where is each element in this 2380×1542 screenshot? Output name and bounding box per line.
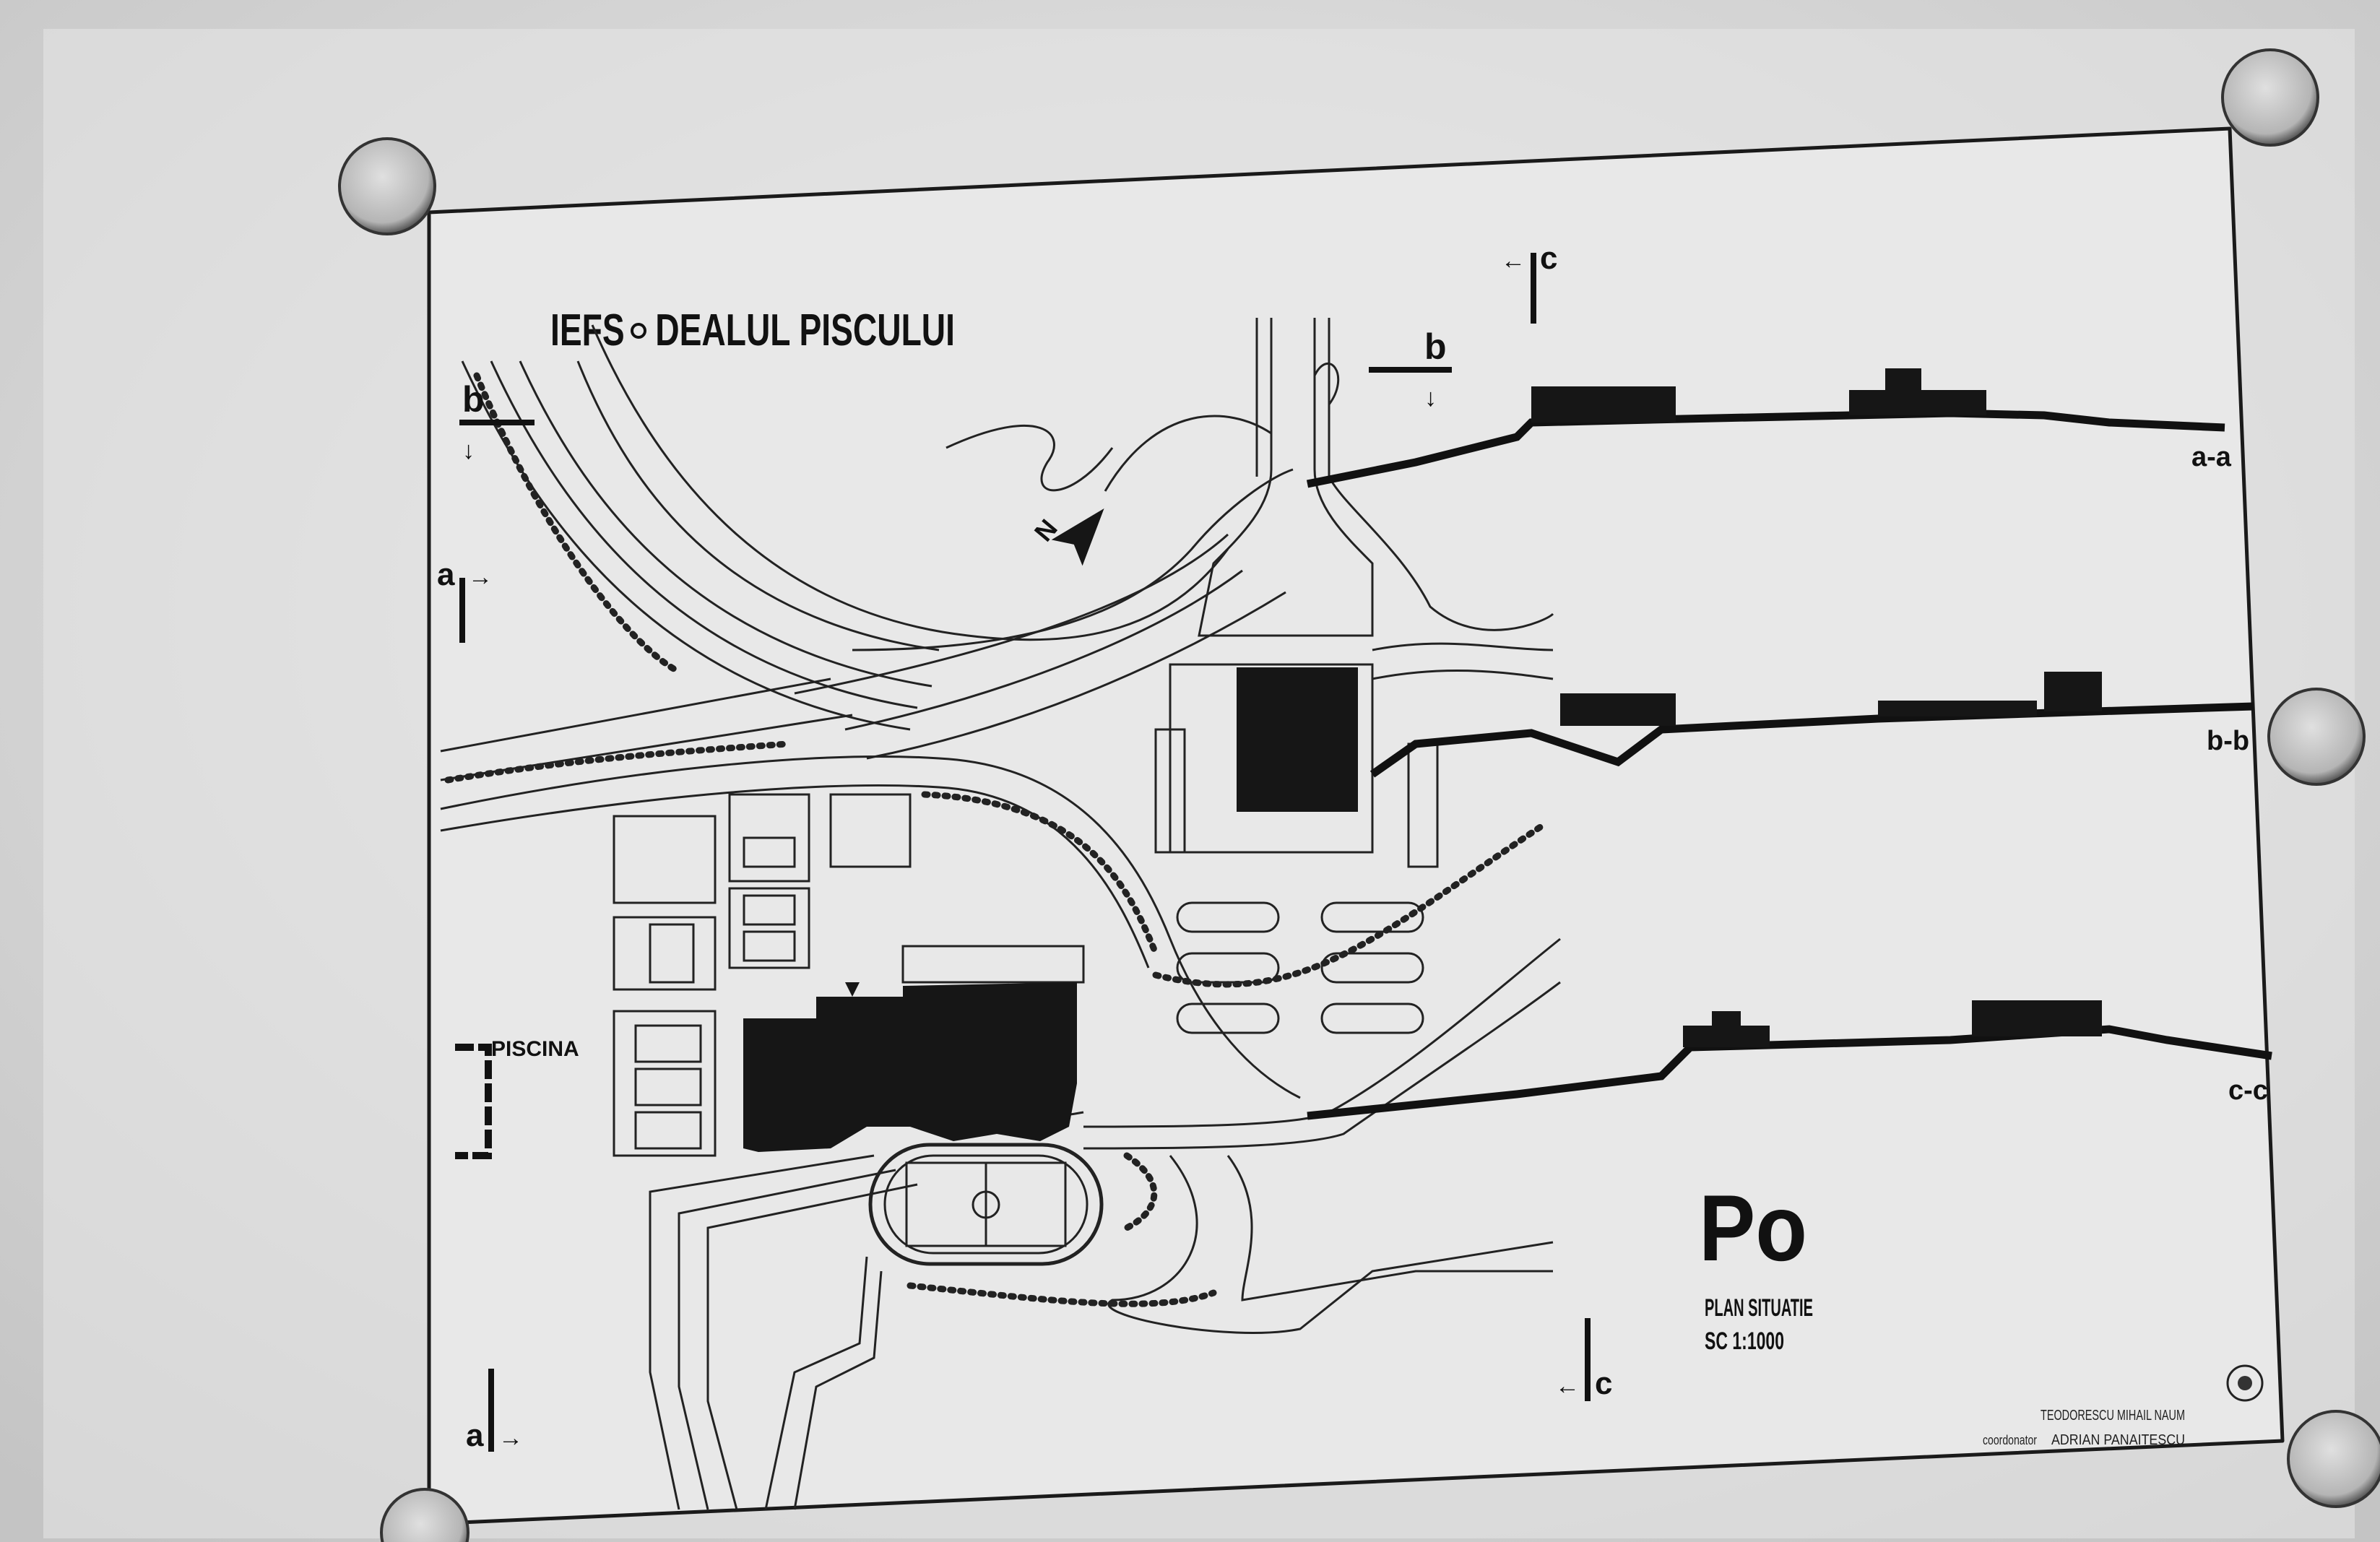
- drawing-scale: SC 1:1000: [1705, 1327, 1784, 1355]
- authors: TEODORESCU MIHAIL NAUM: [2041, 1408, 2185, 1424]
- cut-marker-b-left: b ↓: [459, 379, 535, 464]
- arrow-right-icon: →: [498, 1424, 523, 1452]
- section-a-a: [1306, 368, 2225, 488]
- title-prefix: IEFS: [550, 306, 625, 355]
- section-label-a-a: a-a: [2191, 442, 2232, 472]
- tree-rows: [444, 372, 1549, 1307]
- suction-cup: [338, 137, 436, 235]
- plan-title: IEFS DEALUL PISCULUI: [550, 306, 955, 355]
- arrow-left-icon: ←: [1555, 1372, 1580, 1400]
- cut-marker-a-bottom: a →: [466, 1369, 523, 1453]
- coordinator-label: coordonator: [1983, 1433, 2037, 1447]
- svg-text:b: b: [462, 379, 485, 420]
- arrow-down-icon: ↓: [462, 437, 475, 464]
- svg-text:c: c: [1540, 241, 1557, 276]
- suction-cup: [2287, 1410, 2380, 1508]
- arrow-down-icon: ↓: [1424, 384, 1437, 412]
- parking-area: [1154, 728, 1439, 1034]
- suction-cup: [2267, 688, 2366, 786]
- cut-marker-b-top: b ↓: [1369, 326, 1452, 412]
- coordinator-name: ADRIAN PANAITESCU: [2051, 1432, 2185, 1448]
- arrow-left-icon: ←: [1501, 247, 1526, 274]
- section-label-c-c: c-c: [2228, 1075, 2268, 1106]
- suction-cup: [380, 1488, 469, 1542]
- suction-cups: [338, 48, 2380, 1542]
- pool-outline: [455, 1044, 492, 1159]
- sports-hall-building: [1237, 667, 1358, 812]
- title-name: DEALUL PISCULUI: [655, 306, 955, 355]
- sport-fields: [613, 663, 1374, 1157]
- entrance-marker: [845, 982, 860, 997]
- arrow-right-icon: →: [468, 563, 493, 591]
- athletics-stadium: [868, 1143, 1104, 1266]
- suction-cup: [2221, 48, 2319, 147]
- cut-marker-c-bottom: ← c: [1555, 1318, 1612, 1401]
- svg-text:a: a: [466, 1418, 484, 1453]
- section-b-b: [1369, 672, 2254, 778]
- svg-text:b: b: [1424, 326, 1447, 367]
- official-stamp: [2226, 1364, 2264, 1402]
- cut-marker-c-top: ← c: [1501, 241, 1557, 324]
- svg-text:c: c: [1595, 1366, 1612, 1401]
- drawing-code: Po: [1699, 1175, 1807, 1281]
- drawing-type: PLAN SITUATIE: [1705, 1294, 1813, 1322]
- section-c-c: [1307, 1000, 2272, 1120]
- main-institute-building: [743, 982, 1077, 1152]
- svg-text:a: a: [437, 557, 455, 592]
- pool-label: PISCINA: [491, 1037, 579, 1061]
- cut-marker-a-left: a →: [437, 557, 493, 643]
- title-separator-dot: [631, 323, 646, 339]
- section-label-b-b: b-b: [2207, 726, 2249, 756]
- drawing-sheet: [427, 126, 2285, 1526]
